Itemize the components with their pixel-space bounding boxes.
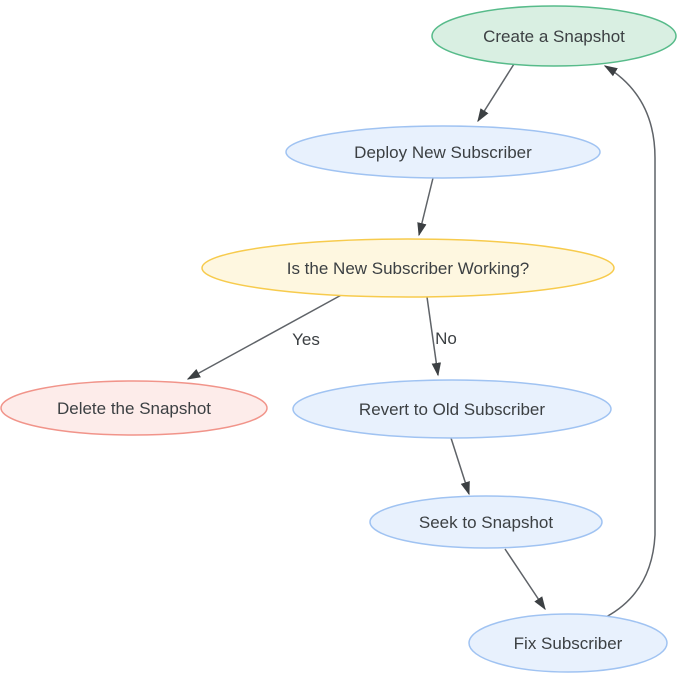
node-create-snapshot: Create a Snapshot <box>431 5 677 67</box>
edge-label-no: No <box>435 329 457 348</box>
node-revert-to-old-subscriber-label: Revert to Old Subscriber <box>359 400 545 419</box>
edge-fix-to-create-return <box>603 65 656 618</box>
edge-seek-to-fix <box>504 548 546 611</box>
node-create-snapshot-label: Create a Snapshot <box>483 27 625 46</box>
edge-deploy-to-working <box>417 177 434 237</box>
node-delete-snapshot: Delete the Snapshot <box>0 380 268 436</box>
node-delete-snapshot-shape <box>0 380 268 436</box>
node-seek-to-snapshot-shape <box>369 495 603 549</box>
node-deploy-new-subscriber-label: Deploy New Subscriber <box>354 143 532 162</box>
edge-working-to-revert-no <box>426 296 441 377</box>
node-create-snapshot-shape <box>431 5 677 67</box>
node-seek-to-snapshot-label: Seek to Snapshot <box>419 513 553 532</box>
node-seek-to-snapshot: Seek to Snapshot <box>369 495 603 549</box>
edge-label-yes: Yes <box>292 330 320 349</box>
edge-create-to-deploy <box>477 63 515 123</box>
node-deploy-new-subscriber-shape <box>285 125 601 179</box>
node-is-new-subscriber-working: Is the New Subscriber Working? <box>201 238 615 298</box>
node-fix-subscriber: Fix Subscriber <box>468 613 668 673</box>
node-deploy-new-subscriber: Deploy New Subscriber <box>285 125 601 179</box>
edge-revert-to-seek <box>450 437 470 496</box>
node-fix-subscriber-shape <box>468 613 668 673</box>
edge-group: Yes No <box>186 63 656 618</box>
edge-working-to-delete-yes <box>186 292 346 380</box>
node-fix-subscriber-label: Fix Subscriber <box>514 634 623 653</box>
node-delete-snapshot-label: Delete the Snapshot <box>57 399 211 418</box>
node-revert-to-old-subscriber: Revert to Old Subscriber <box>292 379 612 439</box>
node-is-new-subscriber-working-shape <box>201 238 615 298</box>
node-revert-to-old-subscriber-shape <box>292 379 612 439</box>
node-is-new-subscriber-working-label: Is the New Subscriber Working? <box>287 259 530 278</box>
